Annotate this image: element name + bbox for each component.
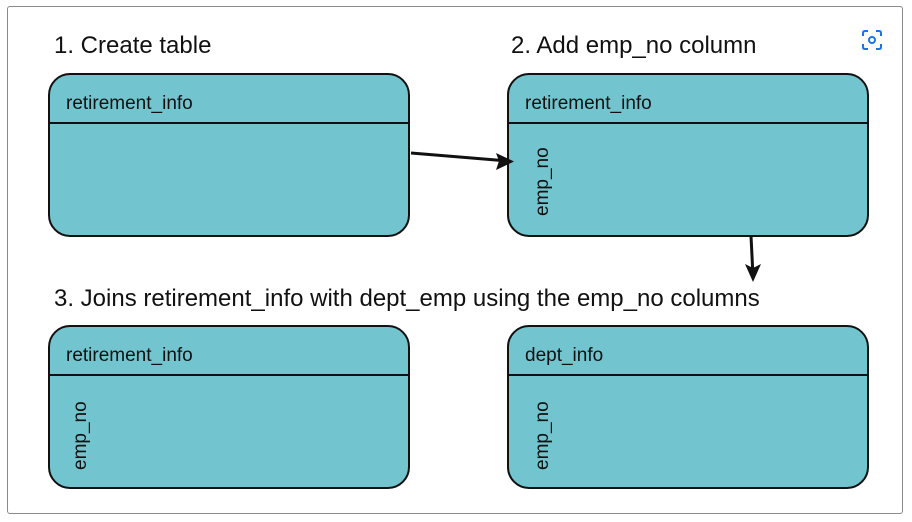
step-1-heading: 1. Create table xyxy=(54,32,212,59)
step-2-heading: 2. Add emp_no column xyxy=(511,32,757,59)
table-retirement-info-step1: retirement_info xyxy=(48,73,410,237)
table-divider xyxy=(509,374,867,376)
table-divider xyxy=(50,122,408,124)
arrow-step2-to-step3 xyxy=(745,235,761,282)
diagram-frame xyxy=(7,6,903,514)
table-title: retirement_info xyxy=(525,93,652,114)
table-title: retirement_info xyxy=(66,345,193,366)
arrow-step1-to-step2 xyxy=(410,151,514,170)
table-divider xyxy=(50,374,408,376)
table-title: retirement_info xyxy=(66,93,193,114)
step-3-heading: 3. Joins retirement_info with dept_emp u… xyxy=(54,285,760,312)
table-retirement-info-step3: retirement_info emp_no xyxy=(48,325,410,489)
table-divider xyxy=(509,122,867,124)
table-retirement-info-step2: retirement_info emp_no xyxy=(507,73,869,237)
table-dept-info: dept_info emp_no xyxy=(507,325,869,489)
focus-frame-icon[interactable] xyxy=(860,28,884,52)
table-title: dept_info xyxy=(525,345,604,366)
